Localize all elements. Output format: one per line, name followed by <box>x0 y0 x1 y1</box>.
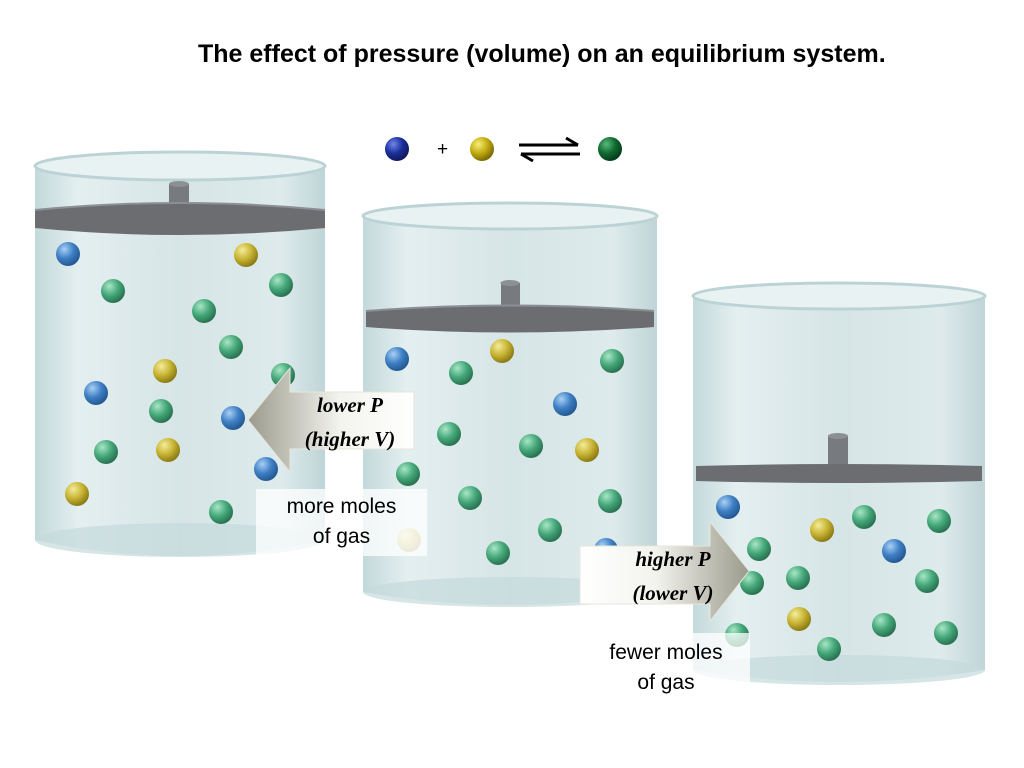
green-molecule <box>219 335 243 359</box>
yellow-molecule <box>810 518 834 542</box>
piston-middle <box>365 280 655 333</box>
more-moles-note: more moles of gas <box>256 492 427 552</box>
yellow-molecule <box>234 243 258 267</box>
left-arrow-shape <box>247 366 415 474</box>
blue-molecule <box>254 457 278 481</box>
blue-molecule <box>882 539 906 563</box>
green-molecule <box>486 541 510 565</box>
blue-reactant-icon <box>385 137 409 161</box>
green-molecule <box>915 569 939 593</box>
molecules-left <box>56 242 295 524</box>
blue-molecule <box>553 392 577 416</box>
blue-molecule <box>84 381 108 405</box>
yellow-molecule <box>156 438 180 462</box>
piston-right <box>696 433 982 483</box>
right-arrow-line2: (lower V) <box>632 581 714 605</box>
green-molecule <box>458 486 482 510</box>
green-molecule <box>927 509 951 533</box>
yellow-molecule <box>787 607 811 631</box>
blue-molecule <box>221 406 245 430</box>
green-molecule <box>149 399 173 423</box>
page-title: The effect of pressure (volume) on an eq… <box>198 40 886 68</box>
green-molecule <box>209 500 233 524</box>
green-molecule <box>872 613 896 637</box>
blue-molecule <box>56 242 80 266</box>
green-molecule <box>269 273 293 297</box>
green-product-icon <box>598 137 622 161</box>
higher-pressure-label: higher P (lower V) <box>603 542 743 610</box>
green-molecule <box>817 637 841 661</box>
left-arrow-line1: lower P <box>317 393 383 417</box>
molecules-middle <box>385 339 624 565</box>
green-molecule <box>934 621 958 645</box>
cylinder-right <box>691 281 987 685</box>
right-note-line2: of gas <box>637 671 695 694</box>
green-molecule <box>519 434 543 458</box>
green-molecule <box>786 566 810 590</box>
green-molecule <box>94 440 118 464</box>
lower-pressure-label: lower P (higher V) <box>285 388 415 456</box>
note-bg-right <box>582 633 750 703</box>
left-note-line1: more moles <box>286 495 397 518</box>
green-molecule <box>600 349 624 373</box>
yellow-molecule <box>490 339 514 363</box>
equation <box>385 136 622 163</box>
green-molecule <box>396 462 420 486</box>
right-arrow-shape <box>579 520 750 623</box>
yellow-molecule <box>575 438 599 462</box>
green-molecule <box>192 299 216 323</box>
green-molecule <box>740 571 764 595</box>
green-molecule <box>101 279 125 303</box>
left-arrow-line2: (higher V) <box>304 427 396 451</box>
yellow-molecule <box>153 359 177 383</box>
green-molecule <box>449 361 473 385</box>
fewer-moles-note: fewer moles of gas <box>582 638 750 698</box>
green-molecule <box>747 537 771 561</box>
right-arrow-line1: higher P <box>635 547 711 571</box>
right-note-line1: fewer moles <box>609 641 723 664</box>
plus-sign: + <box>437 139 449 160</box>
blue-molecule <box>716 495 740 519</box>
yellow-reactant-icon <box>470 137 494 161</box>
equilibrium-arrows-icon <box>519 136 580 163</box>
green-molecule <box>852 505 876 529</box>
green-molecule <box>598 489 622 513</box>
note-bg-left <box>256 489 427 556</box>
green-molecule <box>437 422 461 446</box>
blue-molecule <box>385 347 409 371</box>
left-note-line2: of gas <box>312 525 371 548</box>
piston-left <box>34 181 326 235</box>
cylinder-middle <box>361 201 659 607</box>
green-molecule <box>538 518 562 542</box>
yellow-molecule <box>65 482 89 506</box>
